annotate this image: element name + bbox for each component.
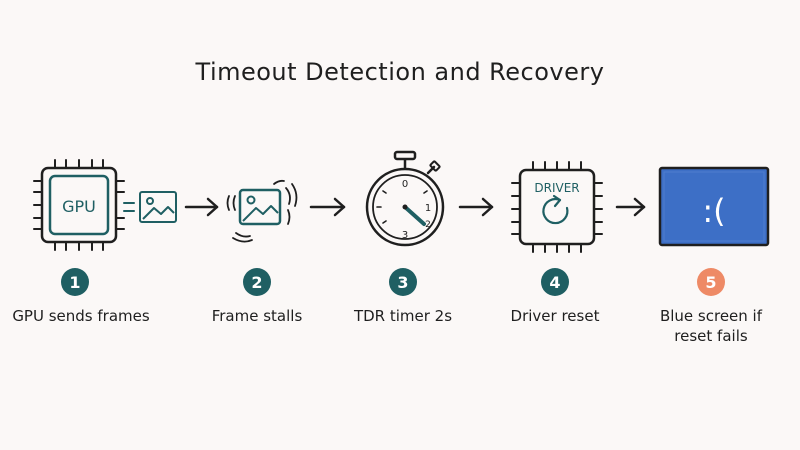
step-2-label: Frame stalls xyxy=(211,307,303,325)
step-5-label-line-2: reset fails xyxy=(674,327,748,345)
gpu-chip-label: GPU xyxy=(62,197,96,216)
step-1-label: GPU sends frames xyxy=(12,307,150,325)
frame-image-icon xyxy=(139,191,177,223)
step-2-badge: 2 xyxy=(243,268,271,296)
step-5-label-line-1: Blue screen if xyxy=(659,307,763,325)
step-4-label: Driver reset xyxy=(510,307,600,325)
link-lines xyxy=(123,202,135,212)
dial-mark-2: 2 xyxy=(425,220,431,230)
sad-face-text: :( xyxy=(702,192,725,230)
step-5-label: Blue screen if reset fails xyxy=(636,306,786,346)
blue-screen-icon: :( xyxy=(658,166,770,247)
gpu-chip-icon: GPU xyxy=(33,159,125,251)
stopwatch-hand xyxy=(403,205,426,226)
refresh-icon xyxy=(542,194,569,225)
dial-mark-0: 0 xyxy=(402,179,408,190)
step-4-badge: 4 xyxy=(541,268,569,296)
step-3-label: TDR timer 2s xyxy=(353,307,453,325)
dial-mark-3: 3 xyxy=(402,230,408,241)
stopwatch-icon: 0 1 2 3 xyxy=(365,150,445,247)
arrow-2-to-3 xyxy=(309,197,346,217)
step-1-badge: 1 xyxy=(61,268,89,296)
dial-mark-1: 1 xyxy=(425,203,431,214)
step-3-badge: 3 xyxy=(389,268,417,296)
step-5-badge: 5 xyxy=(697,268,725,296)
driver-chip-label: DRIVER xyxy=(534,181,579,195)
driver-chip-icon: DRIVER xyxy=(511,161,603,253)
diagram-title: Timeout Detection and Recovery xyxy=(195,58,605,86)
arrow-4-to-5 xyxy=(615,197,646,217)
stalled-frame-icon xyxy=(226,179,298,243)
arrow-1-to-2 xyxy=(184,197,219,217)
arrow-3-to-4 xyxy=(458,197,494,217)
